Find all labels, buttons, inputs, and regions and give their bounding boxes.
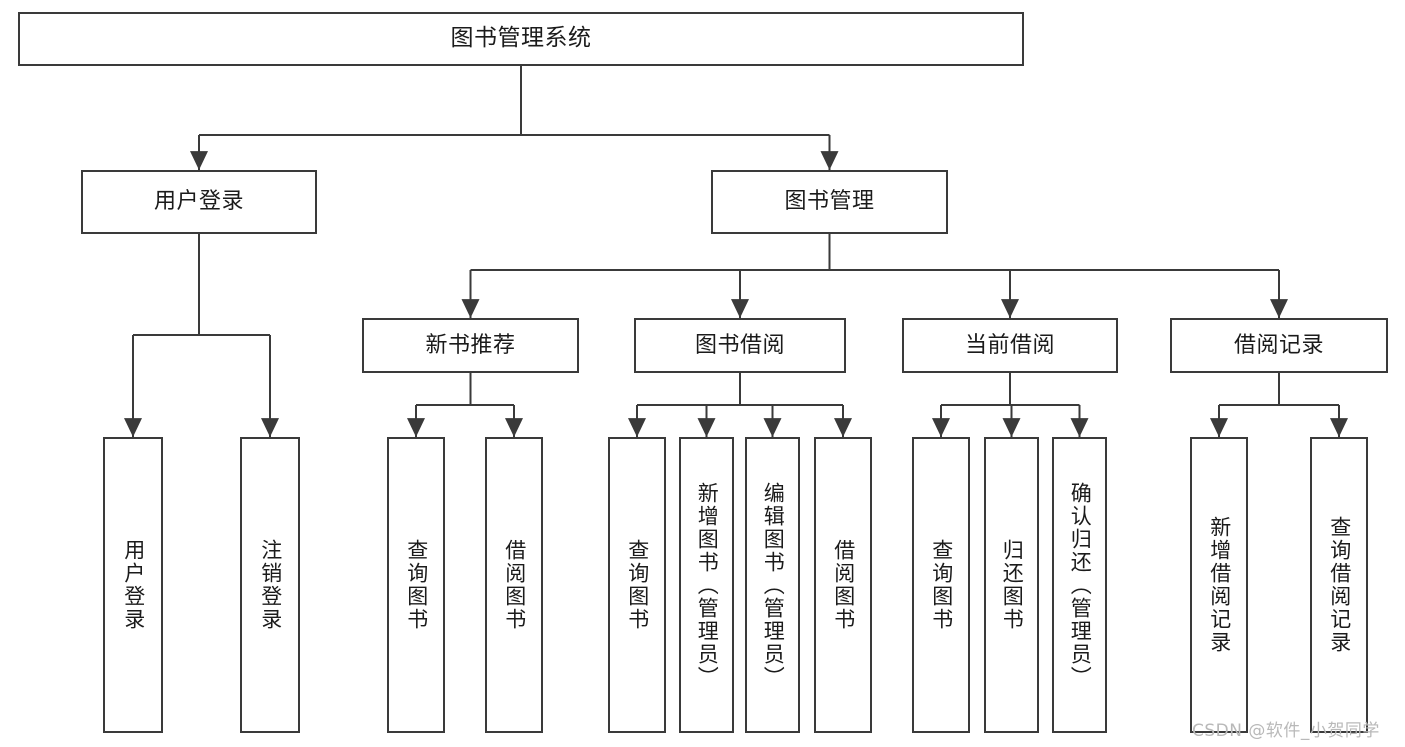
node-current-borrow[interactable]: 当前借阅 bbox=[902, 318, 1118, 373]
node-new-book-rec[interactable]: 新书推荐 bbox=[362, 318, 579, 373]
node-label: 新增图书（管理员） bbox=[695, 481, 720, 689]
node-book-manage[interactable]: 图书管理 bbox=[711, 170, 948, 234]
node-label: 查询图书 bbox=[625, 539, 650, 631]
node-label: 图书管理系统 bbox=[450, 25, 592, 52]
node-leaf-borrow-edit-book[interactable]: 编辑图书（管理员） bbox=[745, 437, 800, 733]
node-label: 当前借阅 bbox=[964, 332, 1055, 358]
node-label: 新增借阅记录 bbox=[1207, 516, 1232, 654]
node-leaf-user-login[interactable]: 用户登录 bbox=[103, 437, 163, 733]
node-label: 图书借阅 bbox=[694, 332, 785, 358]
node-book-borrow[interactable]: 图书借阅 bbox=[634, 318, 846, 373]
node-label: 注销登录 bbox=[258, 539, 283, 631]
node-label: 查询图书 bbox=[929, 539, 954, 631]
node-leaf-borrow-add-book[interactable]: 新增图书（管理员） bbox=[679, 437, 734, 733]
node-label: 确认归还（管理员） bbox=[1068, 481, 1093, 689]
node-label: 借阅记录 bbox=[1233, 332, 1324, 358]
node-leaf-cur-return-book[interactable]: 归还图书 bbox=[984, 437, 1039, 733]
node-leaf-user-logout[interactable]: 注销登录 bbox=[240, 437, 300, 733]
node-label: 查询借阅记录 bbox=[1327, 516, 1352, 654]
node-label: 用户登录 bbox=[153, 189, 244, 215]
node-label: 归还图书 bbox=[1000, 539, 1025, 631]
node-label: 编辑图书（管理员） bbox=[761, 481, 786, 689]
node-label: 借阅图书 bbox=[502, 539, 527, 631]
node-label: 借阅图书 bbox=[831, 539, 856, 631]
node-leaf-cur-query-book[interactable]: 查询图书 bbox=[912, 437, 970, 733]
node-leaf-borrow-query-book[interactable]: 查询图书 bbox=[608, 437, 666, 733]
node-user-login[interactable]: 用户登录 bbox=[81, 170, 317, 234]
node-label: 图书管理 bbox=[784, 189, 875, 215]
node-leaf-rec-query-book[interactable]: 查询图书 bbox=[387, 437, 445, 733]
node-leaf-rec-add-record[interactable]: 新增借阅记录 bbox=[1190, 437, 1248, 733]
node-borrow-record[interactable]: 借阅记录 bbox=[1170, 318, 1388, 373]
node-label: 查询图书 bbox=[404, 539, 429, 631]
csdn-watermark: CSDN @软件_小贺同学 bbox=[1192, 721, 1380, 741]
node-leaf-rec-borrow-book[interactable]: 借阅图书 bbox=[485, 437, 543, 733]
node-label: 用户登录 bbox=[121, 539, 146, 631]
node-leaf-cur-confirm-return[interactable]: 确认归还（管理员） bbox=[1052, 437, 1107, 733]
node-root[interactable]: 图书管理系统 bbox=[18, 12, 1024, 66]
node-leaf-borrow-lend-book[interactable]: 借阅图书 bbox=[814, 437, 872, 733]
node-leaf-rec-query-record[interactable]: 查询借阅记录 bbox=[1310, 437, 1368, 733]
node-label: 新书推荐 bbox=[425, 332, 516, 358]
